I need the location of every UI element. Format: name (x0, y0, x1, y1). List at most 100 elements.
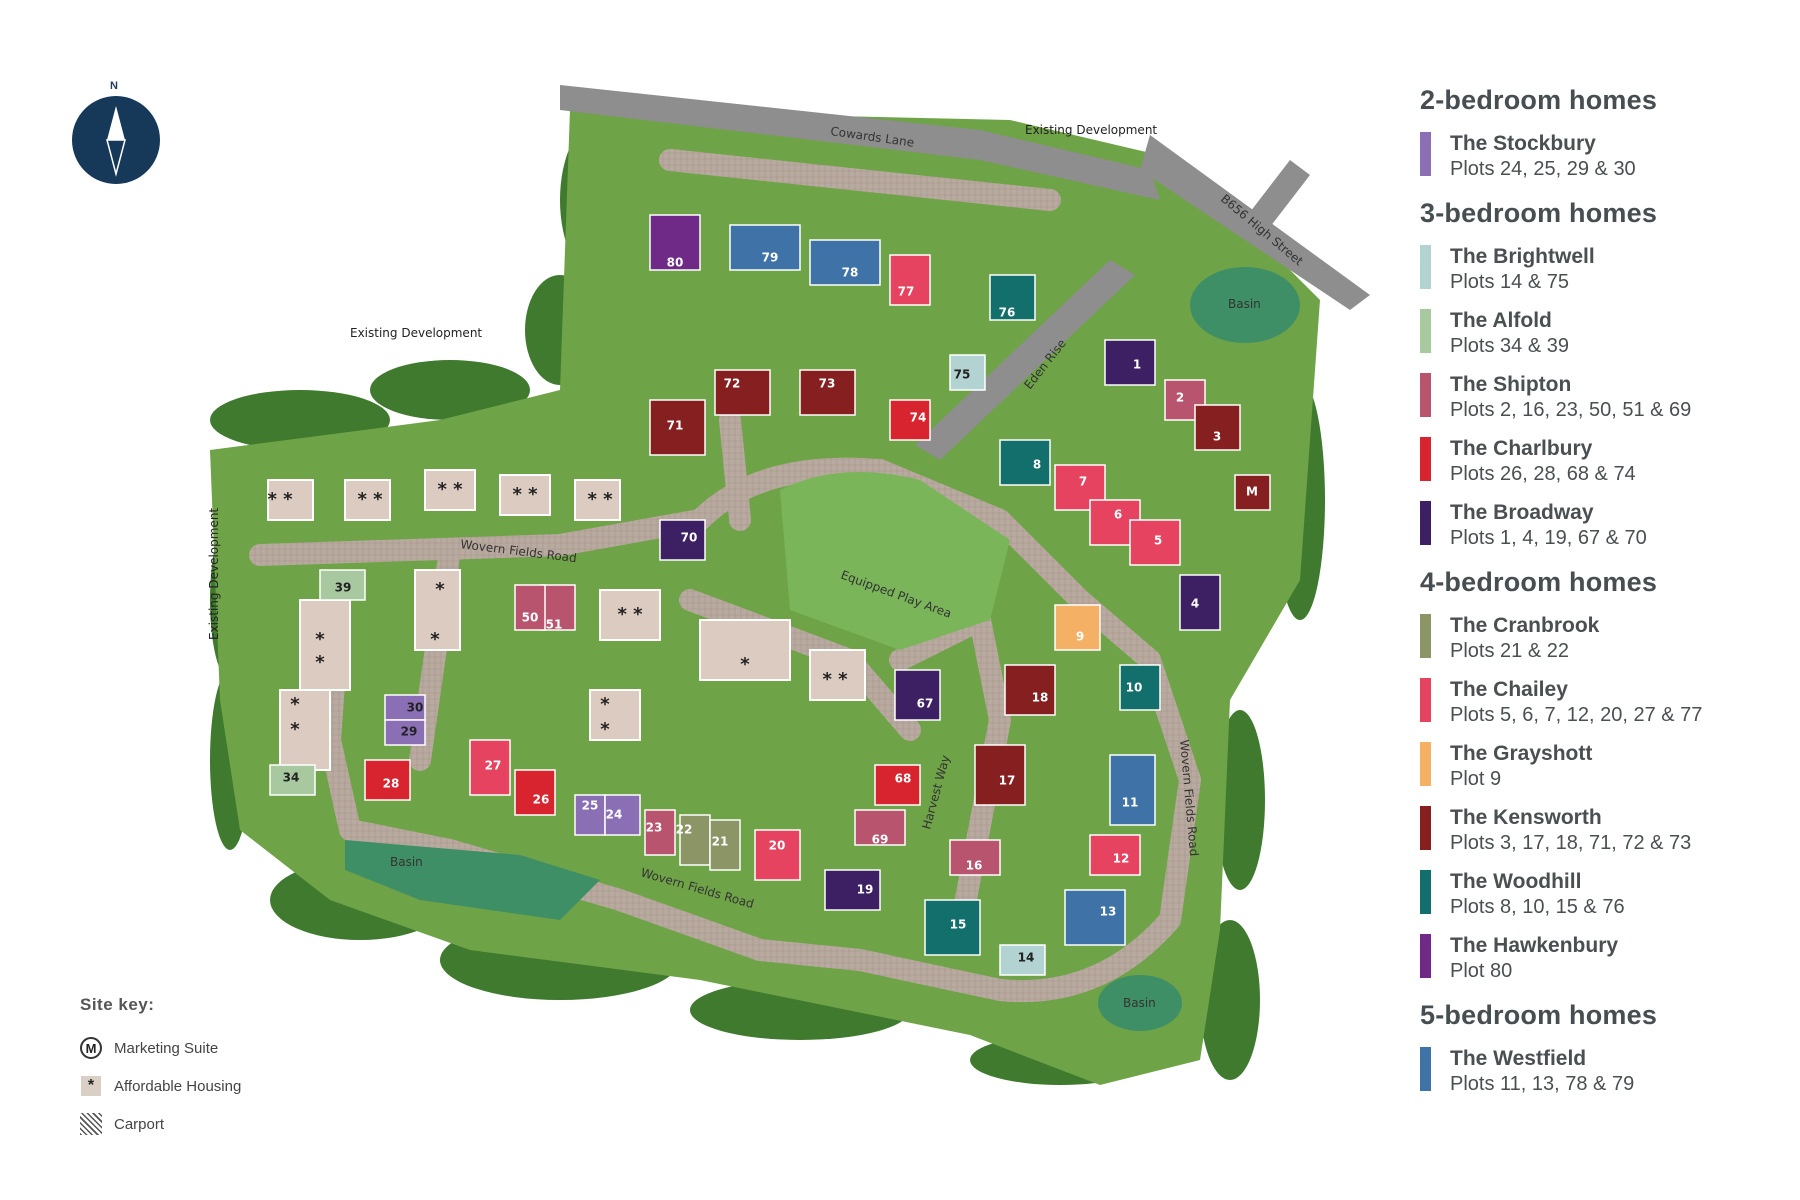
svg-text:51: 51 (546, 618, 563, 632)
basin-ne (1190, 267, 1300, 343)
plot-4 (1179, 574, 1221, 631)
carport-icon (80, 1113, 102, 1135)
house-type-name: The Chailey (1450, 678, 1568, 701)
svg-text:*: * (600, 694, 610, 715)
plot-numbers: 80 79 78 77 76 75 74 73 72 71 70 1 2 3 M… (283, 251, 1258, 965)
affordable-stars: * * * * * * * * * * * * * * * * * * * * … (267, 479, 848, 740)
svg-text:*: * (315, 652, 325, 673)
legend-swatch (1420, 245, 1431, 289)
existing-development-label-top: Existing Development (1025, 123, 1157, 137)
plot-10 (1119, 664, 1161, 711)
plot-17 (974, 744, 1026, 806)
plot-5 (1129, 519, 1181, 566)
basin-ne-label: Basin (1228, 297, 1261, 311)
legend-swatch (1420, 934, 1431, 978)
key-row-marketing-suite: M Marketing Suite (80, 1029, 320, 1067)
plot-70 (659, 519, 706, 561)
svg-text:16: 16 (966, 859, 983, 873)
svg-text:17: 17 (999, 774, 1016, 788)
plot-73 (799, 369, 856, 416)
house-type-name: The Broadway (1450, 501, 1594, 524)
svg-text:75: 75 (954, 368, 971, 382)
high-street-spur (1240, 160, 1310, 240)
house-type-name: The Shipton (1450, 373, 1572, 396)
svg-text:5: 5 (1154, 534, 1162, 548)
house-type-name: The Stockbury (1450, 132, 1596, 155)
eden-rise (915, 260, 1135, 460)
basin-sw (345, 840, 600, 920)
svg-text:7: 7 (1079, 475, 1087, 489)
house-type-plots: Plot 80 (1450, 960, 1513, 982)
compass-icon (72, 96, 160, 184)
svg-text:74: 74 (910, 411, 927, 425)
plot-68 (874, 764, 921, 806)
svg-text:* *: * * (357, 489, 383, 510)
plot-74 (889, 399, 931, 441)
legend-swatch (1420, 132, 1431, 176)
legend-swatch (1420, 806, 1431, 850)
legend-swatch (1420, 678, 1431, 722)
site-key: Site key: M Marketing Suite * Affordable… (80, 995, 320, 1143)
plot-houses (269, 214, 1271, 976)
plot-19 (824, 869, 881, 911)
svg-text:*: * (430, 629, 440, 650)
legend-swatch (1420, 373, 1431, 417)
svg-text:18: 18 (1032, 691, 1049, 705)
house-type-plots: Plots 14 & 75 (1450, 271, 1569, 293)
svg-text:28: 28 (383, 777, 400, 791)
svg-text:67: 67 (917, 697, 934, 711)
legend-swatch (1420, 309, 1431, 353)
house-type-plots: Plots 21 & 22 (1450, 640, 1569, 662)
plot-28 (364, 759, 411, 801)
svg-text:*: * (290, 694, 300, 715)
site-key-title: Site key: (80, 995, 155, 1014)
svg-text:71: 71 (667, 419, 684, 433)
svg-text:24: 24 (606, 808, 623, 822)
house-type-name: The Cranbrook (1450, 614, 1600, 637)
house-type-name: The Charlbury (1450, 437, 1593, 460)
legend-group-title: 3-bedroom homes (1420, 198, 1658, 228)
plot-72 (714, 369, 771, 416)
svg-text:79: 79 (762, 251, 779, 265)
plot-29 (384, 719, 426, 746)
plot-78 (809, 239, 881, 286)
plot-79 (729, 224, 801, 271)
svg-text:23: 23 (646, 821, 663, 835)
house-type-plots: Plots 26, 28, 68 & 74 (1450, 463, 1636, 485)
plot-75 (949, 354, 986, 391)
svg-text:19: 19 (857, 883, 874, 897)
svg-text:* *: * * (617, 604, 643, 625)
svg-text:34: 34 (283, 771, 300, 785)
plot-76 (989, 274, 1036, 321)
svg-text:70: 70 (681, 531, 698, 545)
plot-30 (384, 694, 426, 721)
plot-22 (679, 814, 711, 866)
plot-77 (889, 254, 931, 306)
affordable-housing-icon: * (81, 1076, 101, 1096)
legend-swatch (1420, 1047, 1431, 1091)
svg-text:27: 27 (485, 759, 502, 773)
plot-27 (469, 739, 511, 796)
plot-13 (1064, 889, 1126, 946)
cowards-lane (560, 85, 1160, 200)
house-type-name: The Kensworth (1450, 806, 1602, 829)
site-plan-svg: 80 79 78 77 76 75 74 73 72 71 70 1 2 3 M… (207, 85, 1370, 1085)
svg-text:12: 12 (1113, 852, 1130, 866)
key-label-marketing-suite: Marketing Suite (114, 1039, 219, 1057)
house-type-name: The Alfold (1450, 309, 1552, 332)
svg-text:4: 4 (1191, 597, 1199, 611)
svg-text:30: 30 (407, 701, 424, 715)
svg-text:76: 76 (999, 306, 1016, 320)
